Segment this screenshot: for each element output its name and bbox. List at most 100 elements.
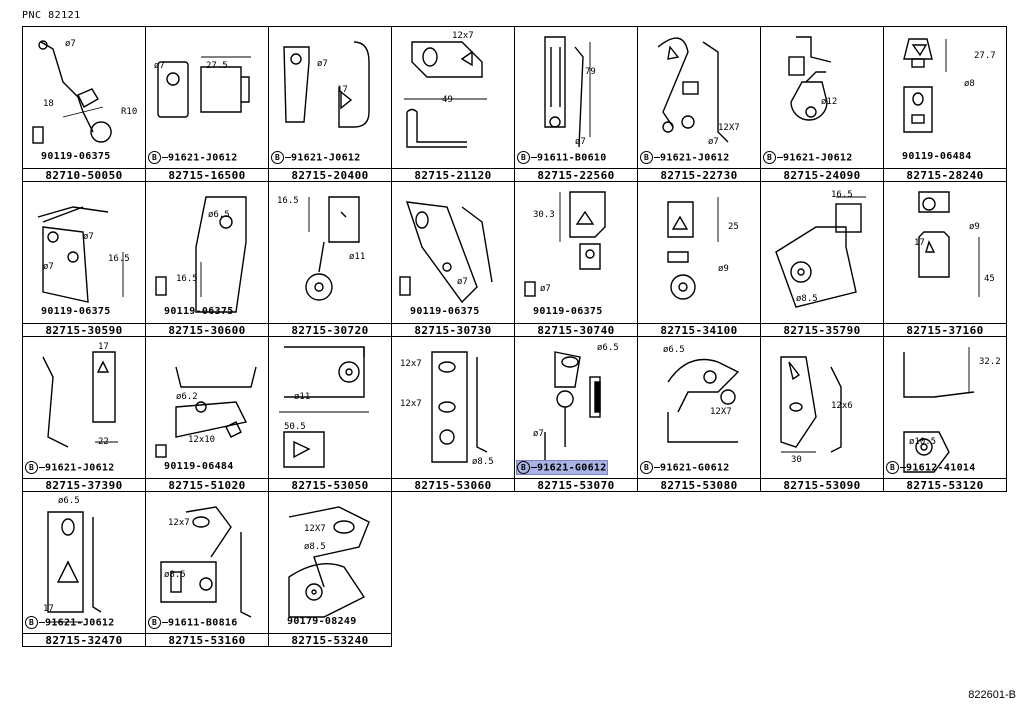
part-number-label[interactable]: 82715-53090 bbox=[761, 478, 883, 493]
part-number-label[interactable]: 82715-51020 bbox=[146, 478, 268, 493]
dimension-label: ø8.5 bbox=[472, 457, 494, 467]
part-number-label[interactable]: 82715-53050 bbox=[269, 478, 391, 493]
part-number-label[interactable]: 82715-37160 bbox=[884, 323, 1006, 338]
callout-part-number: 91621-G0612 bbox=[660, 462, 730, 474]
circle-b-icon: B bbox=[148, 151, 161, 164]
part-callout[interactable]: 90119-06375 bbox=[164, 306, 234, 317]
dimension-label: 27.7 bbox=[974, 51, 996, 61]
part-number-label[interactable]: 82715-30600 bbox=[146, 323, 268, 338]
part-callout[interactable]: 90119-06375 bbox=[41, 151, 111, 162]
dimension-label: R10 bbox=[121, 107, 138, 117]
part-illustration bbox=[32, 40, 112, 144]
part-illustration bbox=[524, 191, 606, 297]
part-illustration bbox=[399, 201, 493, 304]
dimension-label: 30 bbox=[791, 455, 802, 465]
dimension-label: 17 bbox=[98, 342, 109, 352]
part-number-label[interactable]: 82715-32470 bbox=[23, 633, 145, 648]
part-callout[interactable]: 90119-06375 bbox=[533, 306, 603, 317]
part-number-label[interactable]: 82715-30590 bbox=[23, 323, 145, 338]
part-number-label[interactable]: 82715-53060 bbox=[392, 478, 514, 493]
part-number-label[interactable]: 82715-53240 bbox=[269, 633, 391, 648]
dimension-label: 30.3 bbox=[533, 210, 555, 220]
leader-line bbox=[285, 157, 291, 158]
part-illustration bbox=[775, 196, 866, 308]
dimension-label: ø6.5 bbox=[663, 345, 685, 355]
part-number-label[interactable]: 82715-16500 bbox=[146, 168, 268, 183]
leader-line bbox=[900, 467, 906, 468]
dimension-label: 22 bbox=[98, 437, 109, 447]
part-callout[interactable]: B 91621-G0612 bbox=[640, 461, 730, 474]
leader-line bbox=[162, 157, 168, 158]
part-callout[interactable]: 90119-06375 bbox=[41, 306, 111, 317]
part-illustration bbox=[42, 351, 118, 448]
part-number-label[interactable]: 82715-53160 bbox=[146, 633, 268, 648]
callout-part-number: 91612-41014 bbox=[906, 462, 976, 474]
part-callout[interactable]: 90119-06375 bbox=[410, 306, 480, 317]
dimension-label: ø11 bbox=[349, 252, 366, 262]
dimension-label: 32.2 bbox=[979, 357, 1001, 367]
dimension-label: ø7 bbox=[533, 429, 544, 439]
dimension-label: ø6.5 bbox=[597, 343, 619, 353]
part-number-label[interactable]: 82715-28240 bbox=[884, 168, 1006, 183]
callout-part-number: 91621-J0612 bbox=[660, 152, 730, 164]
callout-part-number: 91621-J0612 bbox=[45, 617, 115, 629]
dimension-label: ø8.5 bbox=[164, 570, 186, 580]
callout-part-number: 91611-B0816 bbox=[168, 617, 238, 629]
part-number-label[interactable]: 82715-53070 bbox=[515, 478, 637, 493]
part-callout[interactable]: 90119-06484 bbox=[164, 461, 234, 472]
part-number-label[interactable]: 82715-22560 bbox=[515, 168, 637, 183]
dimension-label: ø7 bbox=[575, 137, 586, 147]
part-illustration bbox=[305, 196, 360, 301]
part-number-label[interactable]: 82715-53120 bbox=[884, 478, 1006, 493]
part-illustration bbox=[918, 191, 980, 297]
part-number-label[interactable]: 82715-34100 bbox=[638, 323, 760, 338]
part-number-label[interactable]: 82710-50050 bbox=[23, 168, 145, 183]
part-callout[interactable]: B 91621-J0612 bbox=[640, 151, 730, 164]
dimension-label: ø6.5 bbox=[208, 210, 230, 220]
dimension-label: 17 bbox=[914, 238, 925, 248]
part-number-label[interactable]: 82715-37390 bbox=[23, 478, 145, 493]
dimension-label: 27.5 bbox=[206, 61, 228, 71]
part-number-label[interactable]: 82715-21120 bbox=[392, 168, 514, 183]
part-illustration bbox=[667, 358, 740, 443]
dimension-label: ø8.5 bbox=[796, 294, 818, 304]
part-number-label[interactable]: 82715-20400 bbox=[269, 168, 391, 183]
part-number-label[interactable]: 82715-30730 bbox=[392, 323, 514, 338]
part-callout[interactable]: 90179-08249 bbox=[287, 616, 357, 627]
dimension-label: ø8.5 bbox=[304, 542, 326, 552]
part-illustration bbox=[155, 196, 247, 313]
part-callout[interactable]: 90119-06484 bbox=[902, 151, 972, 162]
part-illustration bbox=[788, 36, 832, 121]
callout-part-number: 91621-J0612 bbox=[291, 152, 361, 164]
circle-b-icon: B bbox=[640, 461, 653, 474]
part-number-label[interactable]: 82715-30720 bbox=[269, 323, 391, 338]
diagram-code: 822601-B bbox=[968, 689, 1016, 701]
part-illustration bbox=[903, 38, 947, 133]
dimension-label: ø7 bbox=[83, 232, 94, 242]
dimension-label: ø7 bbox=[154, 61, 165, 71]
leader-line bbox=[39, 622, 45, 623]
part-number-label[interactable]: 82715-30740 bbox=[515, 323, 637, 338]
part-number-label[interactable]: 82715-22730 bbox=[638, 168, 760, 183]
dimension-label: 12x7 bbox=[400, 399, 422, 409]
dimension-label: 12X7 bbox=[718, 123, 740, 133]
circle-b-icon: B bbox=[640, 151, 653, 164]
part-illustration bbox=[404, 41, 487, 148]
part-number-label[interactable]: 82715-35790 bbox=[761, 323, 883, 338]
part-number-label[interactable]: 82715-24090 bbox=[761, 168, 883, 183]
part-number-label[interactable]: 82715-53080 bbox=[638, 478, 760, 493]
dimension-label: ø10.5 bbox=[909, 437, 937, 447]
